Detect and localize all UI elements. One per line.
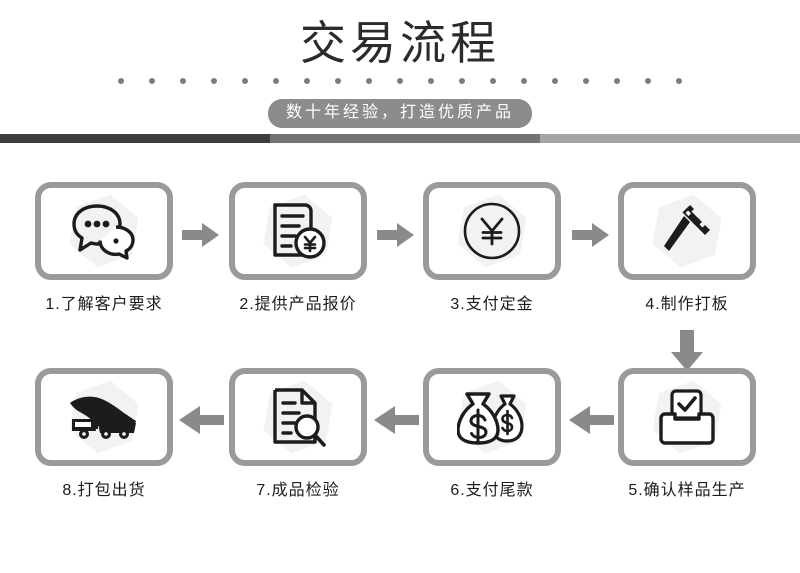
flow-step-1-box[interactable]	[35, 182, 173, 280]
dot	[397, 78, 403, 84]
decorative-dot-row	[0, 78, 800, 84]
flow-step-3[interactable]: 3.支付定金	[412, 182, 572, 314]
flow-step-3-label: 3.支付定金	[450, 296, 534, 313]
arrow-down-icon	[671, 330, 703, 371]
flow-step-2-box[interactable]	[229, 182, 367, 280]
dot	[490, 78, 496, 84]
rule-segment-dark	[0, 134, 270, 143]
flow-step-4-box[interactable]	[618, 182, 756, 280]
dot	[583, 78, 589, 84]
flow-step-1-label: 1.了解客户要求	[45, 296, 163, 313]
dot	[242, 78, 248, 84]
flow-step-8-box[interactable]	[35, 368, 173, 466]
arrow-step-3-to-4	[572, 222, 610, 248]
flow-step-7-box[interactable]	[229, 368, 367, 466]
arrow-right-icon	[182, 223, 219, 247]
dot	[521, 78, 527, 84]
dot	[273, 78, 279, 84]
dot	[335, 78, 341, 84]
flow-step-4-label: 4.制作打板	[645, 296, 729, 313]
arrow-step-2-to-3	[377, 222, 415, 248]
flow-step-1[interactable]: 1.了解客户要求	[24, 182, 184, 314]
arrow-left-icon	[179, 406, 224, 434]
dot	[211, 78, 217, 84]
arrow-step-7-to-8	[178, 405, 224, 435]
dot	[459, 78, 465, 84]
flow-step-6-box[interactable]	[423, 368, 561, 466]
flow-step-6-label: 6.支付尾款	[450, 482, 534, 499]
flow-step-3-box[interactable]	[423, 182, 561, 280]
arrow-step-1-to-2	[182, 222, 220, 248]
dot	[149, 78, 155, 84]
header-rule	[0, 134, 800, 143]
money-bags-icon	[457, 392, 524, 445]
flow-step-6[interactable]: 6.支付尾款	[412, 368, 572, 500]
flow-step-2-label: 2.提供产品报价	[239, 296, 357, 313]
rule-segment-mid	[270, 134, 540, 143]
flow-step-8[interactable]: 8.打包出货	[24, 368, 184, 500]
flow-step-5-label: 5.确认样品生产	[628, 482, 746, 499]
flow-step-7-label: 7.成品检验	[256, 482, 340, 499]
document-search-icon	[273, 388, 326, 447]
flow-step-7[interactable]: 7.成品检验	[218, 368, 378, 500]
arrow-right-icon	[572, 223, 609, 247]
page-title: 交易流程	[300, 17, 500, 69]
document-yen-icon	[273, 203, 326, 259]
flow-step-8-label: 8.打包出货	[62, 482, 146, 499]
truck-icon	[70, 396, 136, 439]
chat-bubbles-icon	[72, 204, 135, 260]
dot	[676, 78, 682, 84]
rule-segment-light	[540, 134, 800, 143]
yen-circle-icon	[463, 202, 521, 260]
gavel-hammer-icon	[664, 205, 710, 251]
dot	[428, 78, 434, 84]
ballot-box-check-icon	[659, 389, 715, 445]
arrow-step-5-to-6	[568, 405, 614, 435]
arrow-right-icon	[377, 223, 414, 247]
flow-step-2[interactable]: 2.提供产品报价	[218, 182, 378, 314]
dot	[552, 78, 558, 84]
arrow-step-6-to-7	[373, 405, 419, 435]
subtitle-badge: 数十年经验，打造优质产品	[267, 99, 532, 128]
arrow-left-icon	[569, 406, 614, 434]
flow-row-bottom: 8.打包出货	[0, 368, 800, 508]
flow-row-top: 1.了解客户要求	[0, 182, 800, 322]
dot	[118, 78, 124, 84]
flow-step-5[interactable]: 5.确认样品生产	[607, 368, 767, 500]
arrow-row1-to-row2	[670, 330, 704, 372]
dot	[366, 78, 372, 84]
arrow-left-icon	[374, 406, 419, 434]
header: 交易流程 数十年经验，打造优质产品	[0, 0, 800, 150]
subtitle-badge-wrap: 数十年经验，打造优质产品	[0, 99, 800, 128]
dot	[645, 78, 651, 84]
dot	[614, 78, 620, 84]
dot	[304, 78, 310, 84]
dot	[180, 78, 186, 84]
flow-step-5-box[interactable]	[618, 368, 756, 466]
flow-step-4[interactable]: 4.制作打板	[607, 182, 767, 314]
